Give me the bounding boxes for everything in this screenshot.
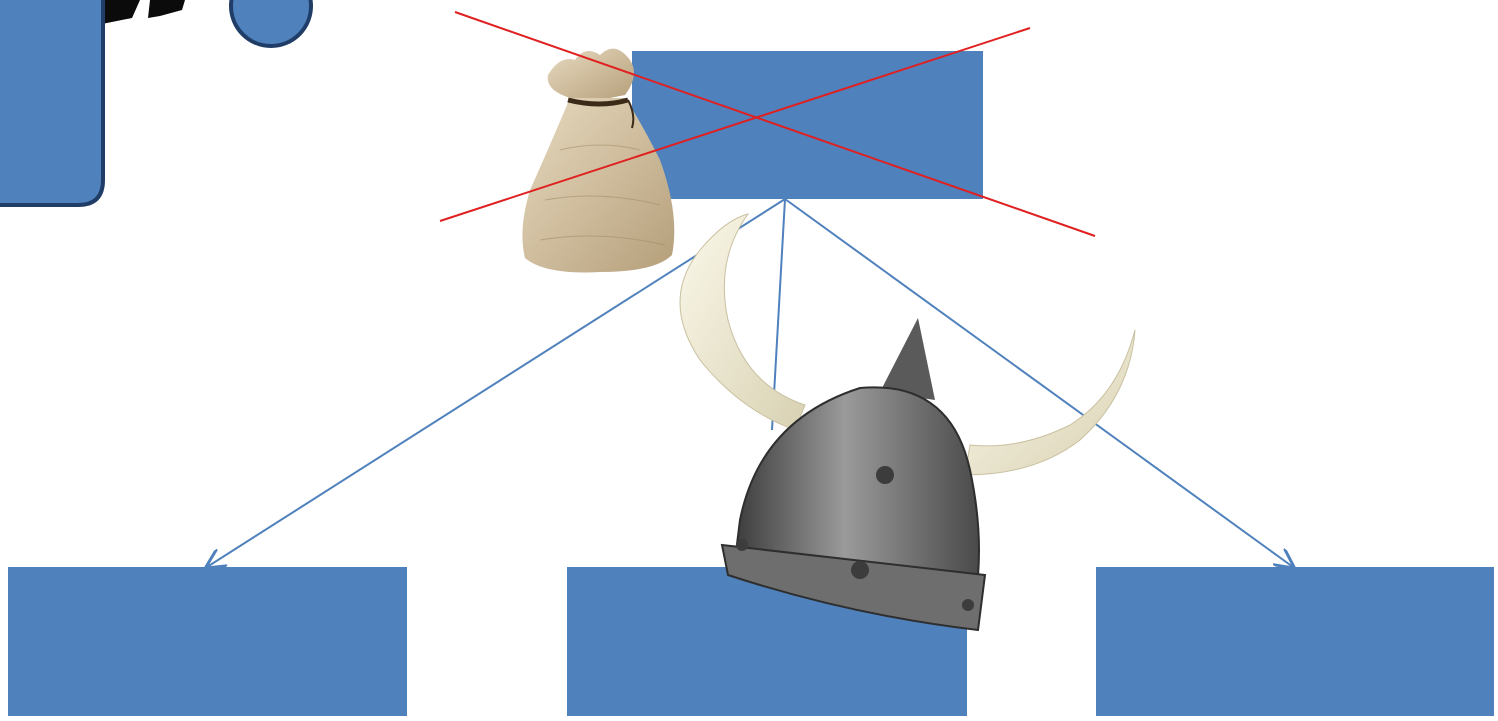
right-horn	[965, 330, 1135, 475]
child-box-3	[1096, 567, 1494, 716]
corner-blue-circle	[231, 0, 311, 46]
corner-decoration	[0, 0, 311, 205]
top-box	[632, 51, 983, 199]
child-box-1	[8, 567, 407, 716]
left-horn	[680, 214, 805, 430]
corner-blue-shape	[0, 0, 103, 205]
viking-helmet-icon	[680, 214, 1135, 630]
